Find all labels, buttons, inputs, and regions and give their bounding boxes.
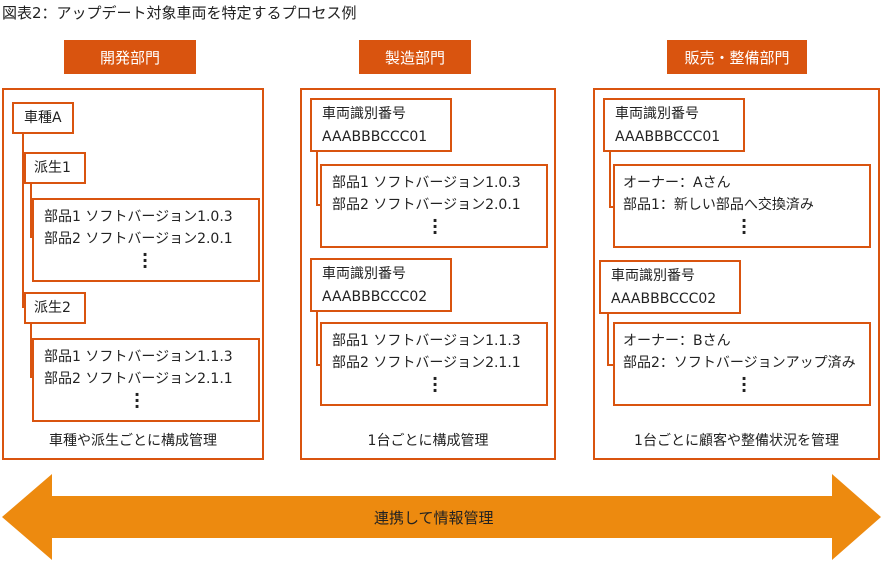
manufacturing-caption: 1台ごとに構成管理 [367,433,489,449]
vehicle2-parts-box: 部品1 ソフトバージョン1.1.3 部品2 ソフトバージョン2.1.1 ··· [320,322,548,406]
figure-title: 図表2：アップデート対象車両を特定するプロセス例 [2,4,357,22]
manufacturing-column: 車両識別番号 AAABBBCCC01 部品1 ソフトバージョン1.0.3 部品2… [300,88,556,460]
derivative1-part1: 部品1 ソフトバージョン1.0.3 [44,209,233,225]
vehicle1-id-box: 車両識別番号 AAABBBCCC01 [310,98,452,152]
sales-caption: 1台ごとに顧客や整備状況を管理 [634,433,839,449]
derivative1-part2: 部品2 ソフトバージョン2.0.1 [44,231,233,247]
vehicle2-part2: 部品2 ソフトバージョン2.1.1 [332,355,521,371]
development-caption: 車種や派生ごとに構成管理 [49,433,217,449]
vehicle2-id: AAABBBCCC02 [322,289,428,305]
connector-sales-vehicle2-info [607,312,617,366]
sales-vehicle1-owner: オーナー：Aさん [623,175,731,191]
model-box: 車種A [12,102,74,134]
dept-header-sales: 販売・整備部門 [667,40,807,74]
vehicle2-part1: 部品1 ソフトバージョン1.1.3 [332,333,521,349]
ellipsis-icon: ··· [740,211,748,242]
derivative2-label: 派生2 [34,300,71,316]
vehicle1-part2: 部品2 ソフトバージョン2.0.1 [332,197,521,213]
sales-column: 車両識別番号 AAABBBCCC01 オーナー：Aさん 部品1：新しい部品へ交換… [593,88,880,460]
sales-vehicle1-id-box: 車両識別番号 AAABBBCCC01 [603,98,745,152]
ellipsis-icon: ··· [133,385,141,416]
derivative2-part2: 部品2 ソフトバージョン2.1.1 [44,371,233,387]
ellipsis-icon: ··· [431,369,439,400]
vehicle2-id-label: 車両識別番号 [322,266,406,282]
sales-vehicle2-id: AAABBBCCC02 [611,291,717,307]
derivative2-box: 派生2 [24,292,86,324]
sales-vehicle2-info-box: オーナー：Bさん 部品2：ソフトバージョンアップ済み ··· [613,322,871,406]
double-arrow-shape [2,474,881,560]
derivative1-parts-box: 部品1 ソフトバージョン1.0.3 部品2 ソフトバージョン2.0.1 ··· [32,198,260,282]
sales-vehicle2-service: 部品2：ソフトバージョンアップ済み [623,355,856,371]
connector-model-derivative2 [22,150,28,308]
dept-header-development: 開発部門 [64,40,196,74]
sales-vehicle1-id: AAABBBCCC01 [615,129,721,145]
derivative2-parts-box: 部品1 ソフトバージョン1.1.3 部品2 ソフトバージョン2.1.1 ··· [32,338,260,422]
sales-vehicle1-id-label: 車両識別番号 [615,106,699,122]
derivative1-box: 派生1 [24,152,86,184]
double-arrow-icon [2,474,881,560]
dept-header-manufacturing: 製造部門 [359,40,471,74]
derivative2-part1: 部品1 ソフトバージョン1.1.3 [44,349,233,365]
vehicle1-id: AAABBBCCC01 [322,129,428,145]
sales-vehicle1-info-box: オーナー：Aさん 部品1：新しい部品へ交換済み ··· [613,164,871,248]
arrow-label: 連携して情報管理 [374,509,494,527]
sales-vehicle2-id-box: 車両識別番号 AAABBBCCC02 [599,260,741,314]
sales-vehicle2-owner: オーナー：Bさん [623,333,731,349]
model-label: 車種A [24,110,62,126]
vehicle1-parts-box: 部品1 ソフトバージョン1.0.3 部品2 ソフトバージョン2.0.1 ··· [320,164,548,248]
vehicle1-id-label: 車両識別番号 [322,106,406,122]
development-column: 車種A 派生1 部品1 ソフトバージョン1.0.3 部品2 ソフトバージョン2.… [2,88,264,460]
ellipsis-icon: ··· [740,369,748,400]
ellipsis-icon: ··· [431,211,439,242]
vehicle2-id-box: 車両識別番号 AAABBBCCC02 [310,258,452,312]
sales-vehicle1-service: 部品1：新しい部品へ交換済み [623,197,814,213]
sales-vehicle2-id-label: 車両識別番号 [611,268,695,284]
derivative1-label: 派生1 [34,160,71,176]
ellipsis-icon: ··· [141,245,149,276]
vehicle1-part1: 部品1 ソフトバージョン1.0.3 [332,175,521,191]
